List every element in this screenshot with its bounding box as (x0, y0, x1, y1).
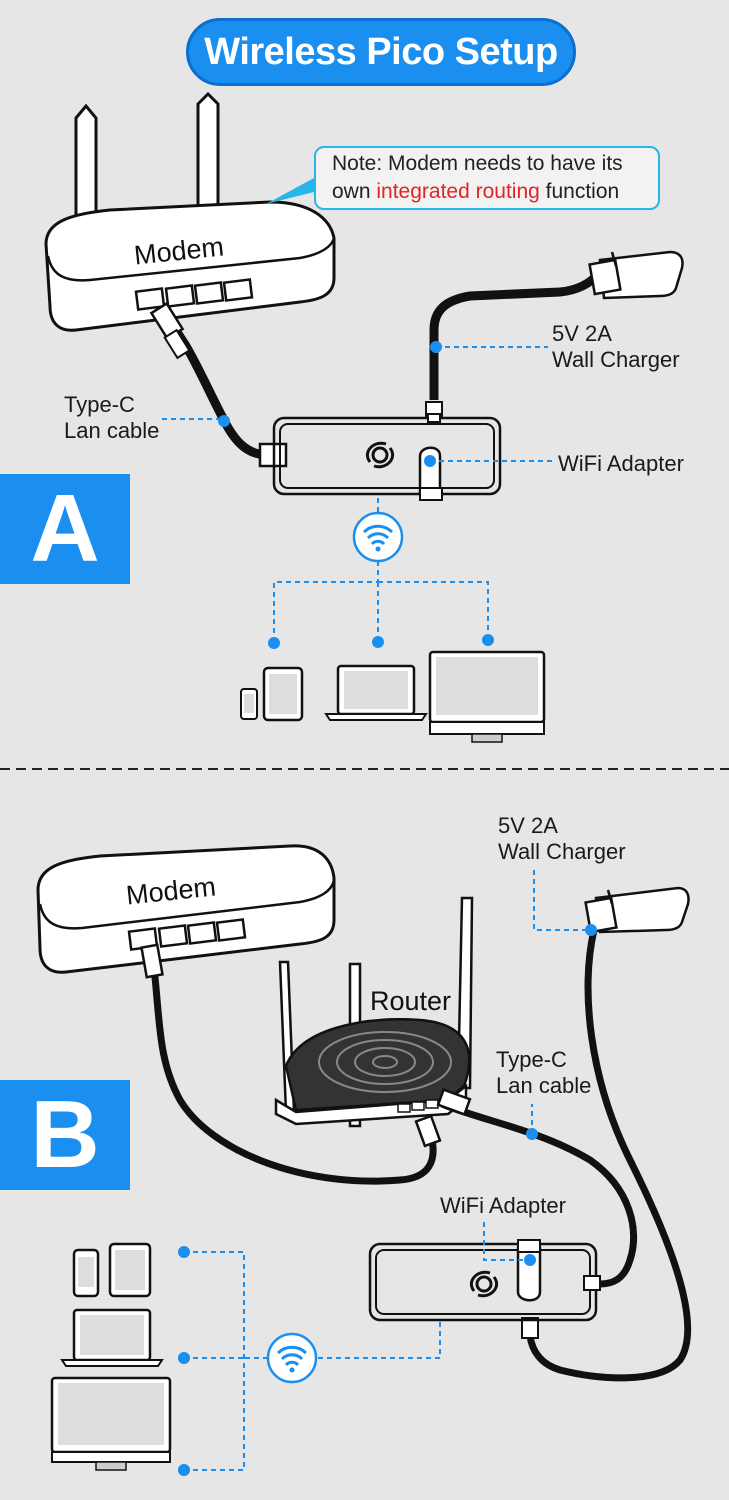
note-highlight: integrated routing (376, 180, 540, 203)
note-line1: Note: Modem needs to have its (332, 152, 623, 175)
monitor-icon (428, 650, 546, 743)
cable-a-label-line2: Lan cable (64, 418, 160, 443)
adapter-a-label: WiFi Adapter (558, 451, 684, 476)
tablet-icon (262, 666, 304, 722)
charger-a-label-line2: Wall Charger (552, 347, 680, 372)
charger-a-label-line1: 5V 2A (552, 321, 612, 346)
router-body (274, 896, 474, 1128)
wall-plug-b-icon (584, 886, 690, 934)
adapter-logo-b-icon (469, 1270, 499, 1298)
modem-a-ports (134, 278, 254, 311)
wall-plug-icon (588, 250, 684, 300)
phone-b-icon (72, 1248, 100, 1298)
adapter-logo-icon (365, 441, 395, 469)
modem-router-cable (150, 967, 437, 1185)
adapter-b-label: WiFi Adapter (440, 1193, 566, 1218)
laptop-icon (324, 664, 428, 721)
charger-cable-a (429, 269, 604, 400)
section-a-badge: A (0, 474, 130, 584)
tablet-b-icon (108, 1242, 152, 1298)
section-b-badge: B (0, 1080, 130, 1190)
monitor-b-icon (50, 1376, 172, 1471)
cable-a-label-line1: Type-C (64, 392, 135, 417)
router-adapter-cable (440, 1100, 638, 1288)
cable-b-label-line2: Lan cable (496, 1073, 592, 1098)
note-line2: own integrated routing function (332, 180, 620, 203)
wifi-b-icon (266, 1332, 318, 1384)
modem-b-body (36, 844, 336, 974)
phone-icon (240, 688, 258, 720)
wifi-icon (352, 511, 404, 563)
modem-note: Note: Modem needs to have its own integr… (314, 146, 660, 210)
modem-a-antenna-right (196, 91, 220, 220)
charger-cable-b (526, 929, 692, 1382)
cable-b-label-line1: Type-C (496, 1047, 567, 1072)
charger-b-label-line1: 5V 2A (498, 813, 558, 838)
page-title: Wireless Pico Setup (186, 18, 576, 86)
laptop-b-icon (60, 1308, 164, 1367)
modem-a-body (44, 200, 336, 332)
modem-a-antenna-left (74, 103, 98, 234)
charger-b-label-line2: Wall Charger (498, 839, 626, 864)
router-label: Router (370, 986, 452, 1016)
